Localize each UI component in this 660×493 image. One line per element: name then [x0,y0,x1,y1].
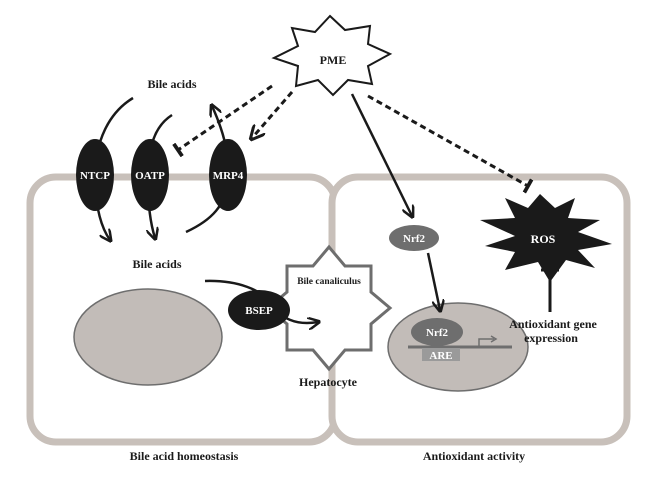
pme-activates-nrf2-arrow [350,93,412,216]
bsep-transporter [228,290,290,330]
pme-activates-mrp4-line [252,91,294,138]
nrf2-translocation-arrow [426,252,440,310]
bile-acids-top-label: Bile acids [147,77,196,91]
nrf2-nucleus [411,318,463,346]
bile-acid-homeostasis-label: Bile acid homeostasis [130,449,239,463]
ros-star [480,194,612,282]
pme-inhibits-oatp-line [172,84,273,158]
mrp4-label: MRP4 [213,170,244,182]
pme-star [271,14,393,97]
bile-canaliculus-label: Bile canaliculus [297,277,361,287]
left-nucleus [73,288,223,386]
ntcp-label: NTCP [80,170,110,182]
nrf2-nucleus-label: Nrf2 [426,327,448,339]
transcription-arrowhead [490,335,498,343]
expression-label: expression [524,331,578,345]
antioxidant-gene-label: Antioxidant gene [509,317,597,331]
ntcp-transporter [76,139,114,211]
oatp-transporter [131,139,169,211]
bsep-label: BSEP [245,305,273,317]
antioxidant-activity-label: Antioxidant activity [423,449,525,463]
are-label: ARE [429,350,452,362]
bile-canaliculus-shape [265,244,393,372]
transcription-start-arrow [478,338,494,347]
mrp4-transporter [209,139,247,211]
oatp-label: OATP [135,170,165,182]
pme-inhibits-ros-line [367,94,534,194]
nrf2-cytoplasm-label: Nrf2 [403,233,425,245]
hepatocyte-label: Hepatocyte [299,375,358,389]
are-box [422,348,460,361]
nrf2-cytoplasm [389,225,439,251]
bile-acids-mid-label: Bile acids [132,257,181,271]
pme-label: PME [320,53,347,67]
ros-label: ROS [531,232,556,246]
